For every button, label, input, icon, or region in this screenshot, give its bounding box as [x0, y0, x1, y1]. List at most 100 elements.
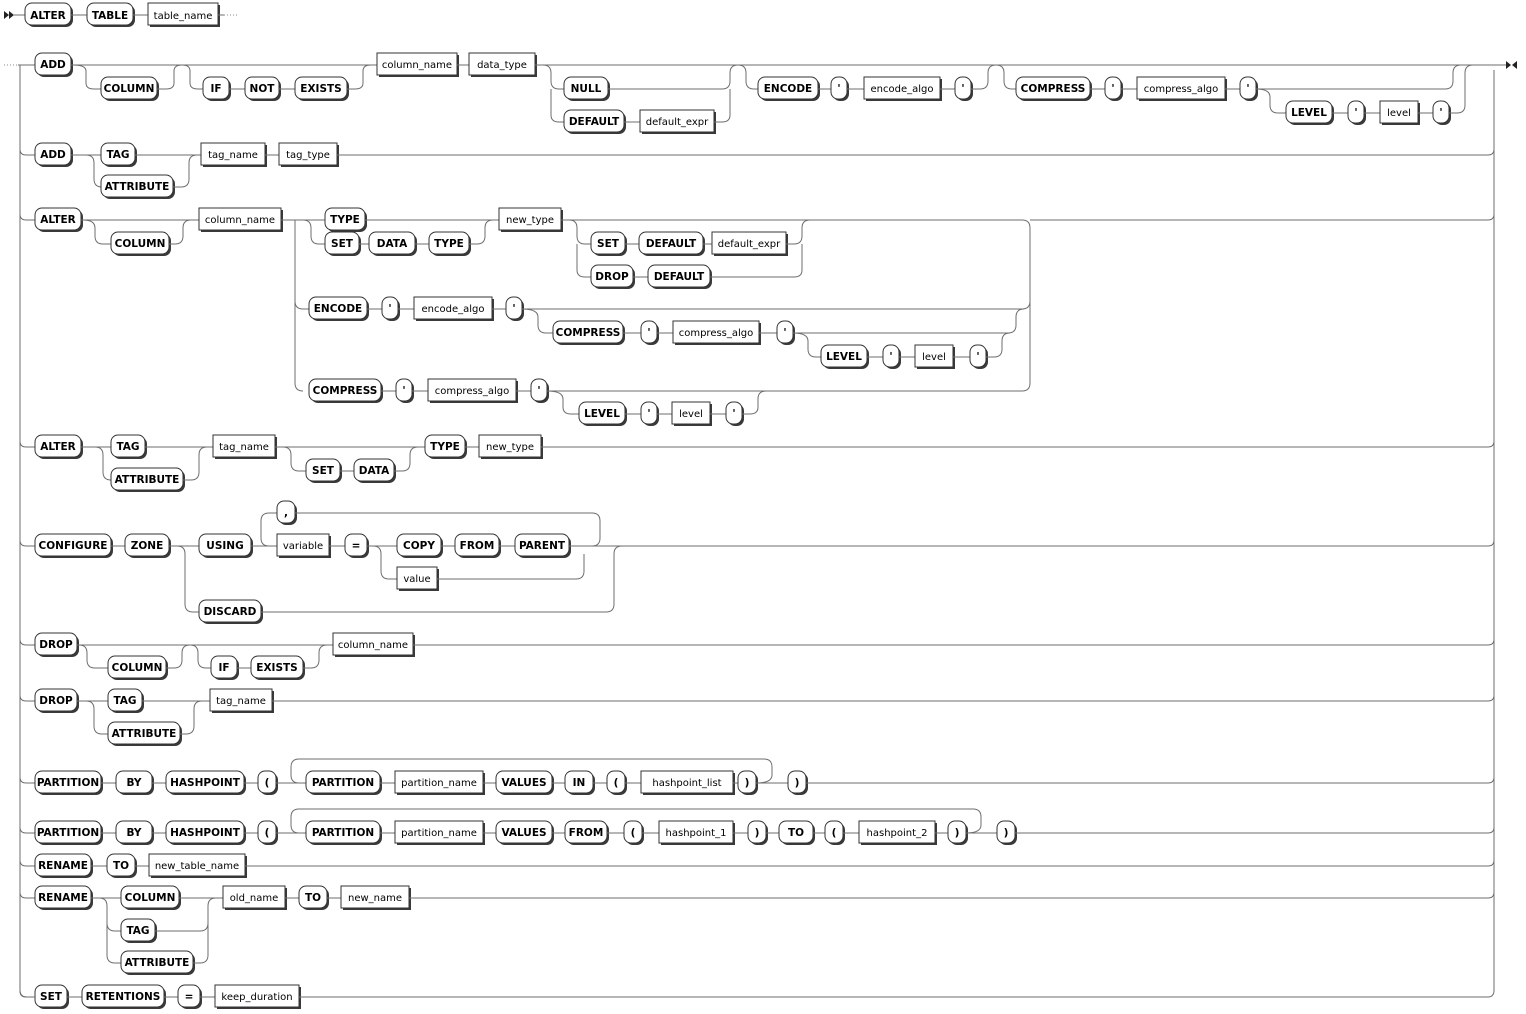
rail-line	[986, 332, 1011, 358]
keyword-symbol: '	[1104, 76, 1123, 101]
rail-line	[413, 638, 1495, 646]
keyword-label: '	[512, 303, 515, 315]
keyword-label: TYPE	[330, 214, 360, 226]
keyword-column: COLUMN	[110, 231, 171, 256]
rail-line	[260, 512, 277, 547]
param-label: level	[1387, 108, 1411, 119]
keyword-label: TAG	[116, 441, 139, 453]
keyword-if: IF	[202, 76, 231, 101]
keyword-data: DATA	[368, 231, 417, 256]
keyword-not: NOT	[244, 76, 281, 101]
rail-line	[72, 64, 101, 90]
keyword-label: COLUMN	[104, 83, 155, 95]
keyword-symbol: '	[381, 296, 400, 321]
param-partition-name: partition_name	[394, 820, 485, 845]
rail-line	[372, 545, 397, 580]
keyword-tag: TAG	[110, 434, 147, 459]
branch-entry	[19, 776, 35, 784]
param-compress-algo: compress_algo	[427, 378, 518, 403]
keyword-drop: DROP	[34, 632, 79, 657]
keyword-set: SET	[324, 231, 361, 256]
keyword-label: BY	[126, 777, 141, 789]
keyword-drop: DROP	[34, 688, 79, 713]
param-new-name: new_name	[340, 885, 411, 910]
rail-line	[106, 922, 121, 932]
param-tag-type: tag_type	[278, 142, 339, 167]
rail-line	[173, 154, 198, 188]
rail-line	[806, 776, 1495, 784]
keyword-label: (	[265, 827, 270, 839]
keyword-copy: COPY	[396, 533, 443, 558]
rail-line	[294, 300, 309, 310]
rail-line	[561, 219, 1031, 392]
param-label: old_name	[230, 893, 279, 904]
keyword-symbol: )	[747, 820, 768, 845]
keyword-label: PARTITION	[37, 777, 99, 789]
keyword-compress: COMPRESS	[1015, 76, 1092, 101]
branch-entry	[19, 826, 35, 834]
rail-line	[469, 219, 494, 245]
keyword-compress: COMPRESS	[308, 378, 383, 403]
param-label: compress_algo	[435, 386, 510, 397]
keyword-values: VALUES	[495, 820, 554, 845]
branch-entry	[19, 213, 35, 221]
keyword-label: )	[955, 827, 960, 839]
keyword-label: LEVEL	[826, 351, 862, 363]
keyword-label: USING	[206, 540, 243, 552]
keyword-in: IN	[564, 770, 595, 795]
keyword-table: TABLE	[86, 2, 135, 27]
keyword-symbol: '	[640, 401, 659, 426]
keyword-alter: ALTER	[34, 207, 83, 232]
param-data-type: data_type	[468, 52, 537, 77]
rail-line	[541, 440, 1495, 448]
rail-line	[347, 64, 377, 90]
keyword-label: ADD	[40, 149, 66, 161]
param-label: tag_name	[216, 696, 266, 707]
keyword-label: PARTITION	[37, 827, 99, 839]
param-tag-name: tag_name	[212, 434, 277, 459]
rail-line	[1030, 213, 1495, 221]
rail-line	[521, 308, 553, 334]
param-hashpoint-1: hashpoint_1	[658, 820, 735, 845]
rail-line	[337, 148, 1495, 156]
param-label: data_type	[477, 60, 527, 71]
rail-line	[181, 64, 203, 90]
keyword-partition: PARTITION	[305, 770, 382, 795]
keyword-label: '	[1354, 107, 1357, 119]
keyword-label: SET	[40, 991, 63, 1003]
rail-line	[546, 390, 579, 415]
keyword-label: COMPRESS	[556, 327, 621, 339]
branch-entry	[19, 148, 35, 156]
keyword-parent: PARENT	[514, 533, 571, 558]
keyword-label: ALTER	[30, 10, 66, 22]
keyword-label: )	[745, 777, 750, 789]
keyword-label: DEFAULT	[654, 271, 705, 283]
rail-line	[155, 922, 209, 932]
keyword-label: LEVEL	[1291, 107, 1327, 119]
keyword-label: '	[647, 408, 650, 420]
param-label: compress_algo	[679, 328, 754, 339]
keyword-data: DATA	[353, 458, 396, 483]
keyword-symbol: (	[606, 770, 627, 795]
keyword-label: ALTER	[40, 214, 76, 226]
keyword-set: SET	[34, 984, 69, 1009]
keyword-label: LEVEL	[584, 408, 620, 420]
keyword-label: DROP	[39, 695, 73, 707]
keyword-attribute: ATTRIBUTE	[107, 721, 182, 746]
keyword-zone: ZONE	[124, 533, 171, 558]
keyword-exists: EXISTS	[294, 76, 349, 101]
param-encode-algo: encode_algo	[863, 76, 942, 101]
param-label: new_name	[348, 893, 402, 904]
rail-line	[85, 154, 103, 188]
param-value: value	[396, 566, 439, 591]
keyword-label: (	[832, 827, 837, 839]
keyword-label: '	[402, 385, 405, 397]
rail-line	[299, 989, 1495, 998]
keyword-symbol: '	[530, 378, 549, 403]
keyword-label: COMPRESS	[313, 385, 378, 397]
keyword-label: DEFAULT	[646, 238, 697, 250]
keyword-label: '	[1246, 83, 1249, 95]
keyword-symbol: ,	[276, 500, 297, 525]
keyword-symbol: =	[177, 984, 202, 1009]
keyword-label: TABLE	[92, 10, 128, 22]
